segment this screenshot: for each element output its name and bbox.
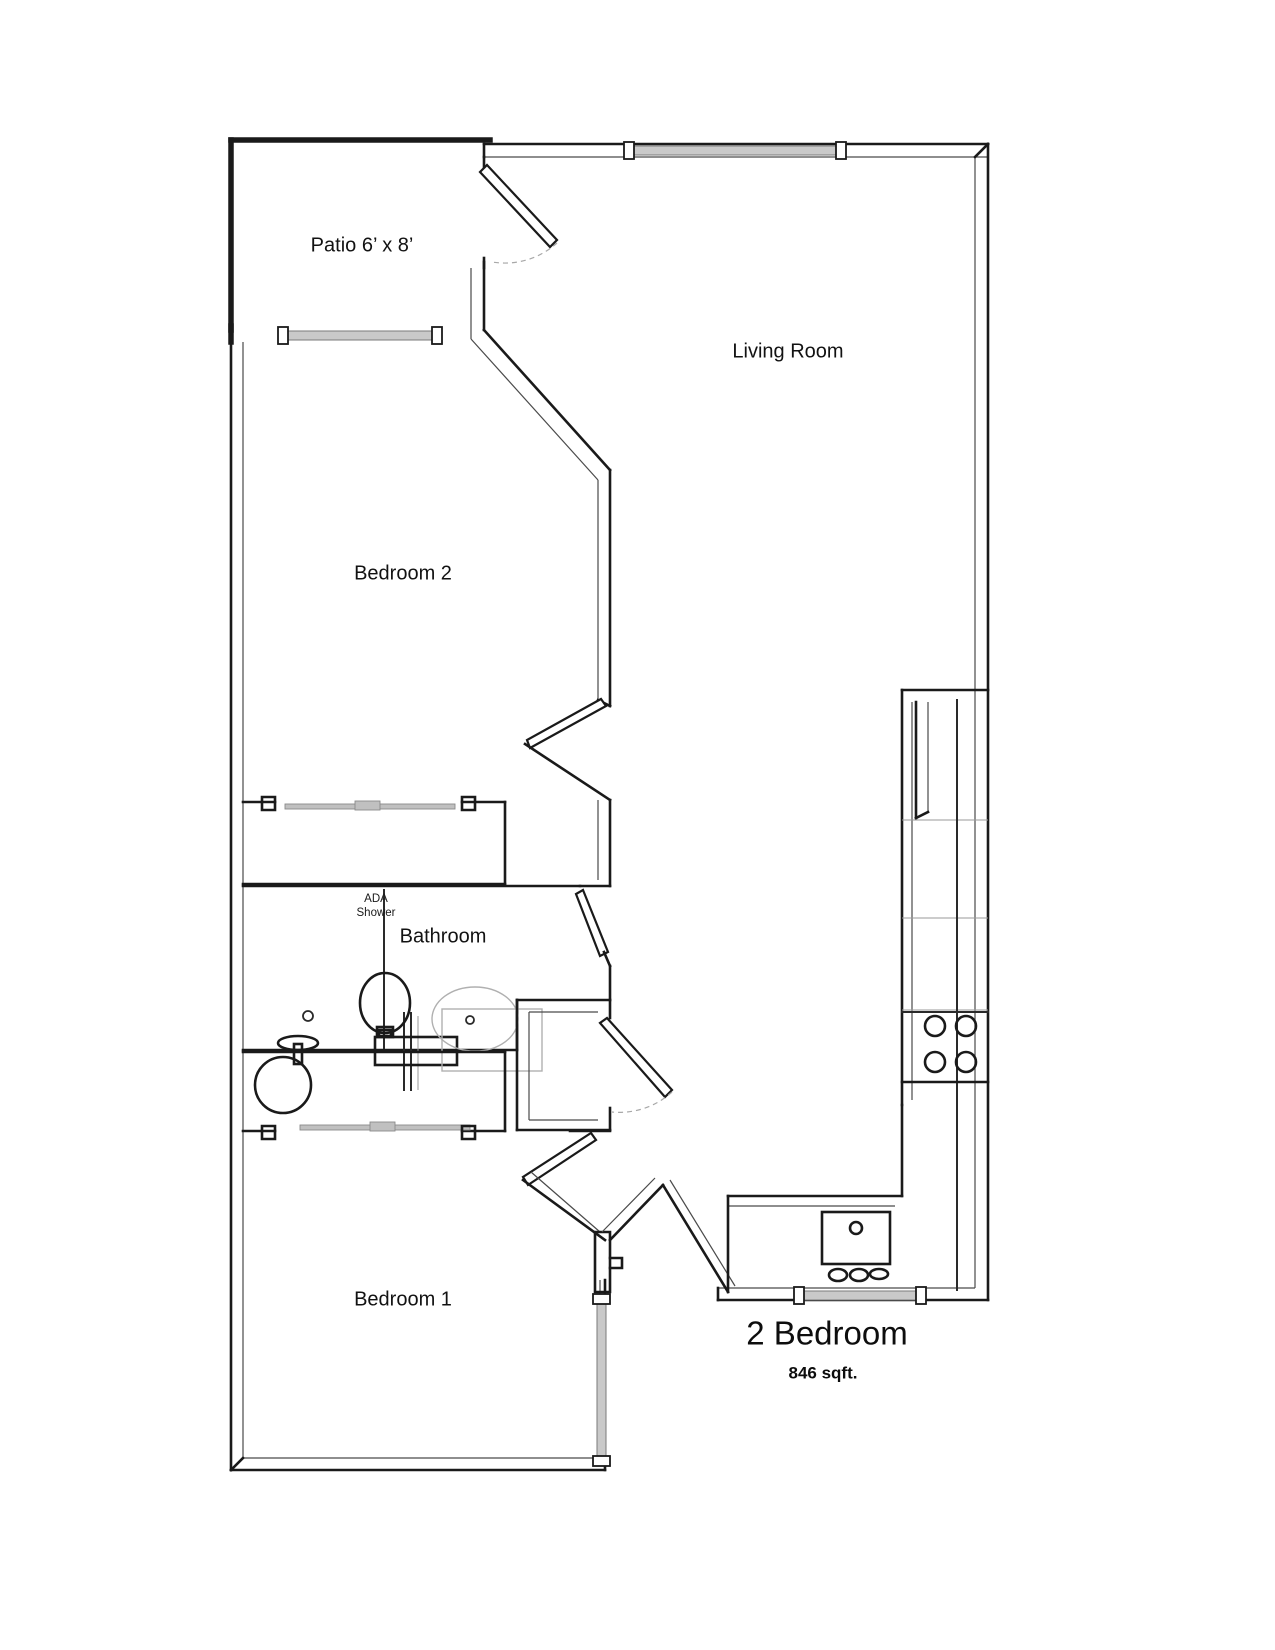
entry-diagonal-e-inner [669,1179,736,1287]
room-label-bedroom-2: Bedroom 2 [354,562,452,584]
bedroom2-door-return [523,742,612,802]
living-room-window-north [623,141,847,160]
bedroom-1-door [521,1129,624,1294]
living-room-partition [470,260,612,708]
bedroom1-door-stop [608,1256,624,1270]
bathroom-area [241,884,612,1091]
bedroom-1-window [592,1293,611,1467]
range-burner-2 [954,1014,978,1038]
entry-diagonal-w-outer [608,1183,665,1242]
annotations-group: ADA Shower [357,893,396,919]
hallway-walls [574,798,612,1002]
bedroom-2-door [523,697,612,802]
room-label-bedroom-1: Bedroom 1 [354,1288,452,1310]
bedroom2-door-panel [525,697,608,750]
bedroom2-closet-jamb-w [260,795,277,812]
patio-door-panel [478,163,559,249]
entry-diagonal-e-outer [661,1183,730,1294]
shower-drain [302,1010,314,1022]
sink-faucet [848,1220,864,1236]
title-block: 2 Bedroom 846 sqft. [746,1315,907,1383]
partition-diagonal-inner [470,338,599,481]
patio-sliding-door [478,155,559,270]
east-wall-corner-n [973,142,990,159]
shower-seat [276,1034,320,1066]
room-label-bathroom: Bathroom [400,925,487,947]
kitchen-window-south [793,1286,927,1305]
sink-knob-3 [868,1267,890,1281]
bathroom-hall-door-panel [574,888,610,958]
range-burner-3 [923,1050,947,1074]
sink-knob-1 [827,1267,849,1283]
room-label-living-room: Living Room [732,340,843,362]
hall-closet-door-swing [611,1091,673,1113]
bedroom1-door-return-inner [530,1171,601,1233]
pantry-partition-cap [914,810,930,820]
water-heater [253,1055,313,1115]
entry-angled-wall [601,1177,736,1294]
hall-closet-door-panel [598,1016,674,1099]
room-labels-group: Patio 6’ x 8’ Living Room Bedroom 2 Bath… [311,234,844,1310]
bedroom-2-window [277,326,443,345]
bedroom-1-closet [241,1050,507,1141]
range-burner-1 [923,1014,947,1038]
bedroom1-closet-rod-door [369,1121,396,1132]
room-label-patio: Patio 6’ x 8’ [311,234,414,256]
windows-group [277,141,927,1467]
bedroom1-closet-jamb-w [260,1124,277,1141]
bedroom1-closet-jamb-e [460,1124,477,1141]
bedroom2-closet-jamb-e [460,795,477,812]
plan-square-footage: 846 sqft. [789,1363,858,1382]
entry-diagonal-w-inner [601,1177,656,1233]
bedroom1-door-jamb [593,1230,612,1294]
bedroom2-closet-rod-door [354,800,381,811]
hall-jog-2 [602,950,612,968]
annotation-shower: Shower [357,907,396,919]
kitchen-sink [820,1210,892,1283]
kitchen-range [900,1011,990,1084]
bedroom1-door-return-outer [521,1178,607,1242]
bedroom-2-closet [241,795,507,886]
plan-title: 2 Bedroom [746,1315,907,1352]
sink-knob-2 [848,1267,870,1283]
hall-closet [515,998,674,1132]
bedroom1-door-panel [521,1131,598,1187]
partition-diagonal-outer [482,328,612,472]
sw-corner [229,1456,245,1472]
range-burner-4 [954,1050,978,1074]
kitchen-area [726,688,990,1294]
annotation-ada: ADA [364,893,388,905]
